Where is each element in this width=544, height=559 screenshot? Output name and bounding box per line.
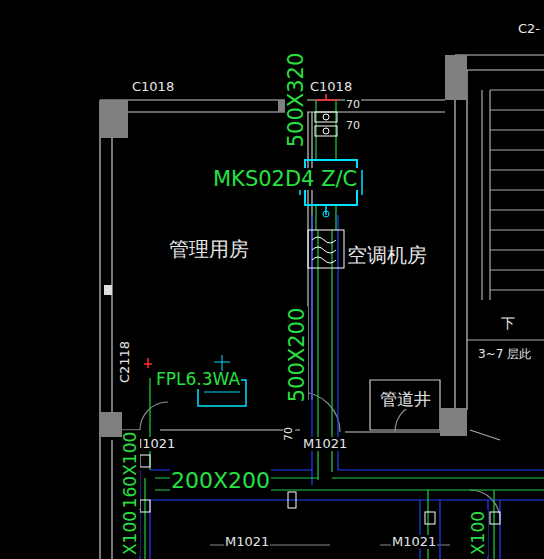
plan-annotation: M1021 (302, 437, 348, 451)
room-name: 空调机房 (345, 244, 429, 266)
room-outline: 空调机房 (312, 112, 455, 380)
duct-annotation: X100 (470, 510, 488, 556)
duct-annotation: 500X200 (286, 307, 308, 404)
plan-annotation: 70 (345, 99, 361, 111)
plan-annotation: C1018 (309, 80, 353, 94)
plan-annotation: M1021 (391, 535, 437, 549)
plan-annotation: 3~7 层此 (477, 348, 532, 361)
duct-annotation: MKS02D4 Z/C (212, 168, 358, 190)
room-name: 管理用房 (167, 238, 251, 260)
plan-annotation: 下 (500, 316, 516, 331)
plan-annotation: C2- (517, 22, 541, 36)
duct-annotation: X100 (122, 510, 140, 556)
plan-annotation: C2118 (118, 340, 132, 384)
room-outline: 管道井 (370, 380, 440, 430)
plan-annotation: C1018 (131, 80, 175, 94)
plan-annotation: M1021 (224, 535, 270, 549)
duct-annotation: 200X200 (170, 469, 271, 492)
duct-annotation: 500X320 (285, 52, 307, 149)
duct-annotation: 160X100 (122, 431, 140, 510)
plan-annotation: 70 (283, 426, 295, 442)
duct-annotation: FPL6.3WA (155, 371, 241, 389)
plan-annotation: 70 (345, 120, 361, 132)
room-name: 管道井 (378, 390, 433, 409)
